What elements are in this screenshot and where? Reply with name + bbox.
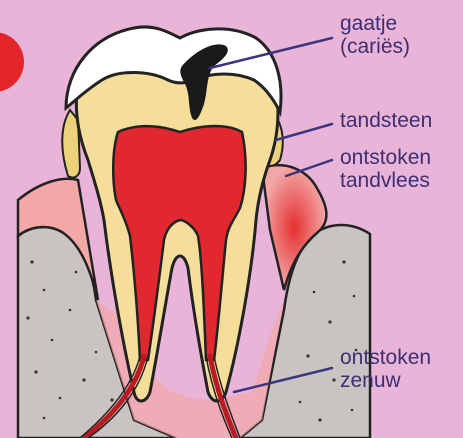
label-tartar-line1: tandsteen <box>340 109 432 132</box>
label-gum-line2: tandvlees <box>340 169 431 192</box>
label-cavity-line1: gaatje <box>340 12 410 35</box>
label-inflamed-nerve: ontstoken zenuw <box>340 346 431 392</box>
label-inflamed-gum: ontstoken tandvlees <box>340 146 431 192</box>
label-cavity: gaatje (cariës) <box>340 12 410 58</box>
label-nerve-line2: zenuw <box>340 369 431 392</box>
label-tartar: tandsteen <box>340 109 432 132</box>
label-nerve-line1: ontstoken <box>340 346 431 369</box>
marker-dot <box>0 32 24 92</box>
label-cavity-line2: (cariës) <box>340 35 410 58</box>
label-gum-line1: ontstoken <box>340 146 431 169</box>
leader-tartar <box>276 124 332 140</box>
